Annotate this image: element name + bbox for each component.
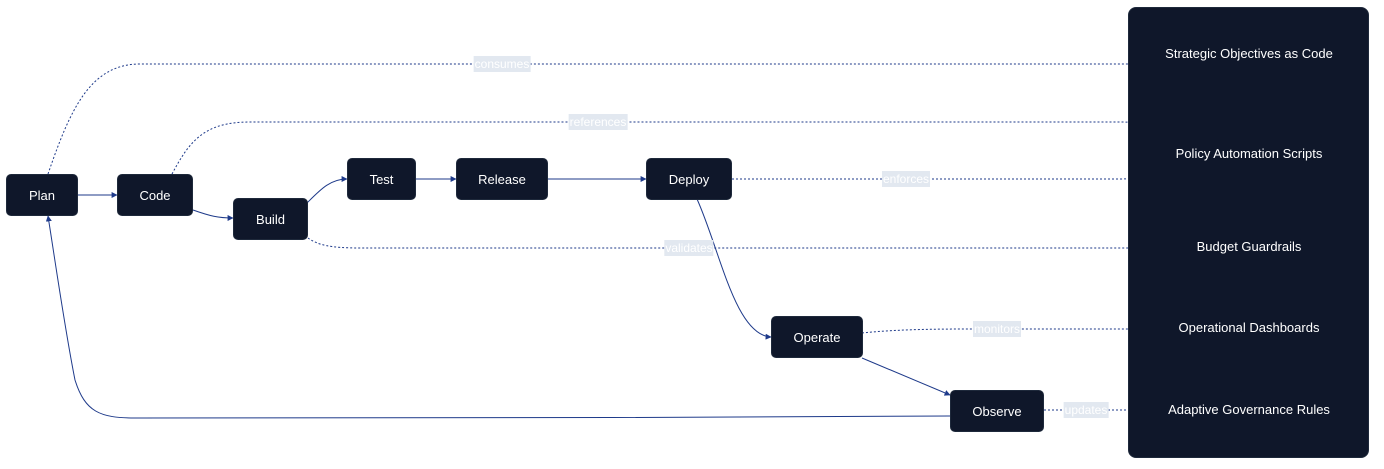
edge-deploy-policy (732, 171, 1156, 180)
edge-label-enforces: enforces (881, 171, 931, 187)
gov-strategic-objectives[interactable]: Strategic Objectives as Code (1165, 46, 1333, 61)
edge-label-consumes: consumes (473, 56, 531, 72)
node-deploy[interactable]: Deploy (646, 158, 732, 200)
edge-label-references: references (568, 114, 628, 130)
edge-operate-observe (861, 357, 951, 396)
node-plan[interactable]: Plan (6, 174, 78, 216)
gov-operational-dashboards[interactable]: Operational Dashboards (1178, 320, 1320, 335)
node-observe[interactable]: Observe (950, 390, 1044, 432)
node-build[interactable]: Build (233, 198, 308, 240)
governance-panel (1128, 7, 1369, 458)
edge-code-policy (171, 121, 1171, 175)
edge-label-updates: updates (1063, 402, 1109, 418)
gov-budget-guardrails[interactable]: Budget Guardrails (1196, 239, 1302, 254)
edge-deploy-operate (696, 198, 772, 340)
edge-label-monitors: monitors (972, 321, 1022, 337)
edge-build-budget (307, 237, 1176, 251)
gov-policy-automation-scripts[interactable]: Policy Automation Scripts (1175, 146, 1323, 161)
edge-observe-plan (45, 215, 951, 419)
node-test[interactable]: Test (347, 158, 416, 200)
node-code[interactable]: Code (117, 174, 193, 216)
gov-adaptive-governance-rules[interactable]: Adaptive Governance Rules (1168, 402, 1330, 417)
node-operate[interactable]: Operate (771, 316, 863, 358)
node-release[interactable]: Release (456, 158, 548, 200)
edge-label-validates: validates (664, 240, 714, 256)
edge-plan-strategic (47, 61, 1148, 175)
edge-code-build (192, 209, 234, 221)
edge-build-test (306, 176, 348, 204)
